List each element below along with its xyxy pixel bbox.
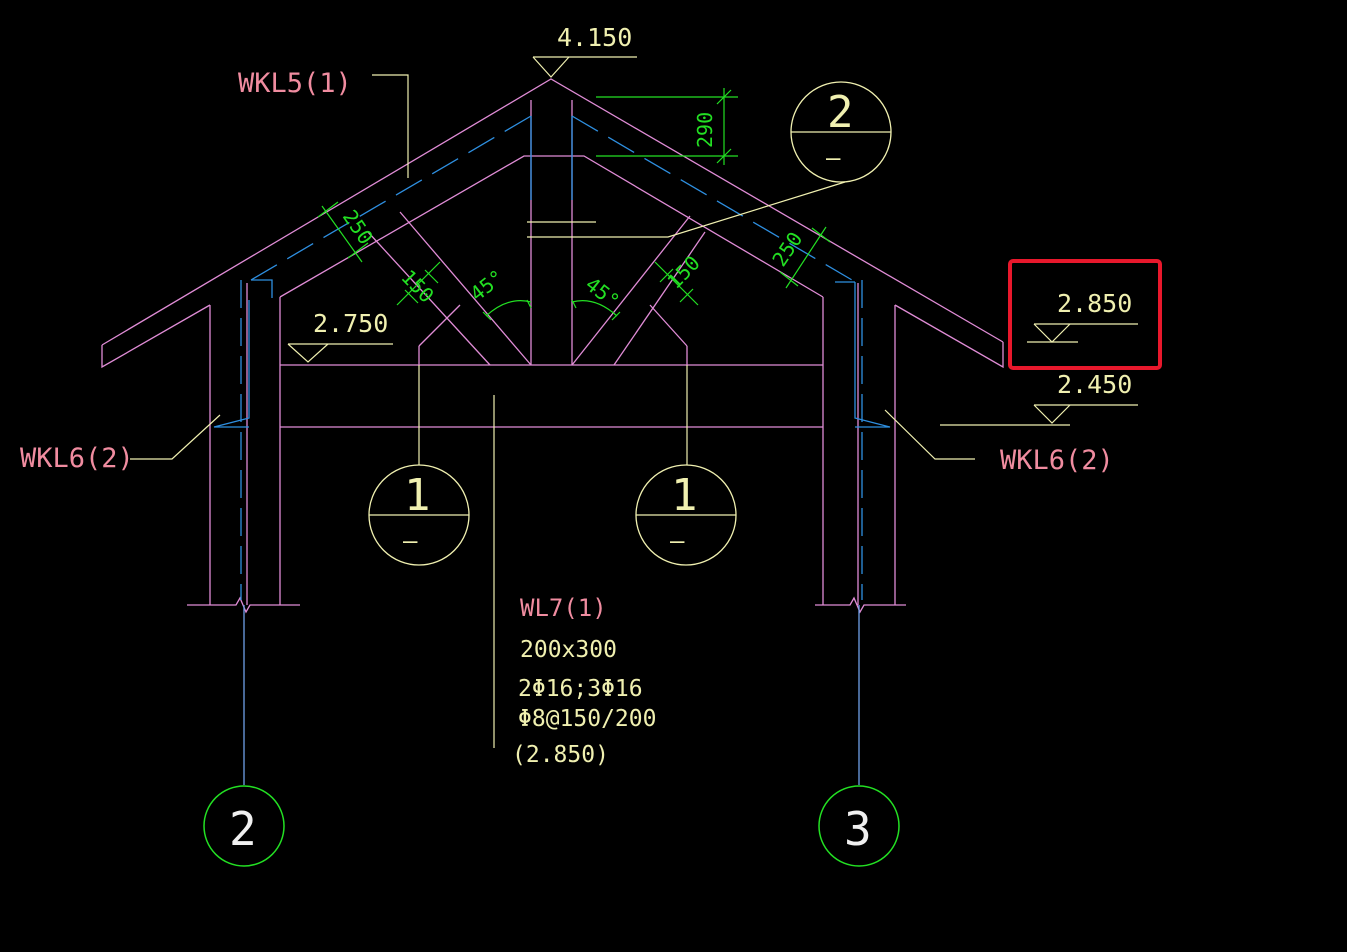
ridge-elev-triangle: [532, 56, 570, 78]
highlight-box[interactable]: [1008, 259, 1162, 370]
truss-outline: [101, 78, 1004, 614]
right-low-elev-triangle: [1033, 404, 1071, 424]
wl7-elevation: (2.850): [512, 742, 609, 768]
section-mark-2-sheet: —: [826, 144, 841, 172]
rebar-right-slope: [571, 115, 853, 281]
angle-left: 45°: [465, 265, 508, 306]
angle-arc-left-tick-b: [526, 299, 532, 309]
section-mark-1-right-number: 1: [671, 470, 698, 521]
angle-arc-left-tick-a: [482, 311, 492, 321]
right-brace: [613, 231, 706, 366]
left-break-mark: [187, 596, 300, 614]
section-mark-2-number: 2: [827, 87, 854, 138]
axis-bubble-3[interactable]: 3: [818, 785, 900, 867]
left-inner-elevation: 2.750: [313, 309, 388, 338]
dim-150-right-line: [654, 261, 699, 306]
elevation-marker-right-lower: [940, 404, 1138, 426]
dim-250-left: 250: [338, 205, 378, 248]
section-mark-1-right[interactable]: 1 —: [635, 464, 737, 566]
section-mark-2[interactable]: 2 —: [790, 81, 892, 183]
dim-250-right-line: [785, 226, 827, 289]
rebar-left-column: [251, 279, 273, 298]
leader-wkl5: [372, 74, 409, 178]
rebar-left-column-hook: [213, 300, 250, 428]
right-brace-2: [571, 215, 691, 366]
roof-outer-right-eave: [894, 304, 1004, 369]
roof-outer-left-eave: [101, 304, 211, 369]
axis-bubble-3-circle: [818, 785, 900, 867]
left-brace-3: [418, 304, 461, 347]
label-wkl6-right: WKL6(2): [1000, 445, 1114, 476]
ridge-elevation: 4.150: [557, 23, 632, 52]
dim-250-left-tick-a: [317, 201, 339, 218]
right-break-mark: [815, 596, 906, 614]
left-brace: [367, 231, 491, 366]
section-mark-1-left[interactable]: 1 —: [368, 464, 470, 566]
leader-section-2: [580, 181, 846, 238]
wl7-main-bars: 2Φ16;3Φ16: [518, 676, 643, 702]
section-mark-1-right-sheet: —: [670, 527, 685, 555]
leader-wkl6-right: [884, 409, 975, 460]
right-lower-elevation: 2.450: [1057, 370, 1132, 399]
roof-outer-left-edge: [101, 78, 1004, 346]
right-high-elev-triangle: [1033, 323, 1071, 343]
axis-bubble-2[interactable]: 2: [203, 785, 285, 867]
dim-150-right: 150: [662, 251, 704, 294]
dim-150-right-tick-a: [659, 268, 674, 283]
wl7-name: WL7(1): [520, 594, 607, 622]
angle-arc-right-tick-b: [611, 311, 621, 321]
wl7-stirrups: Φ8@150/200: [518, 706, 656, 732]
left-brace-2: [399, 211, 532, 366]
label-wkl6-left: WKL6(2): [20, 443, 134, 474]
axis-bubble-3-number: 3: [844, 802, 872, 856]
dim-290: 290: [693, 112, 717, 148]
dim-150-left-line: [396, 261, 441, 306]
dim-150-right-tick-b: [679, 288, 694, 303]
section-mark-1-left-sheet: —: [403, 527, 418, 555]
rebar-right-column-hook: [854, 282, 891, 428]
wl7-size: 200x300: [520, 637, 617, 663]
angle-arc-left: [485, 300, 532, 317]
dim-150-left-tick-a: [404, 289, 419, 304]
angle-arc-right: [571, 300, 618, 317]
elevation-marker-left: [287, 343, 393, 363]
section-mark-1-left-number: 1: [404, 470, 431, 521]
dim-250-left-tick-b: [347, 242, 369, 259]
dim-150-left-tick-b: [424, 269, 439, 284]
axis-bubble-2-circle: [203, 785, 285, 867]
rebar-lines: [213, 115, 891, 785]
elevation-marker-right-highlighted: [1027, 323, 1138, 343]
right-highlighted-elevation: 2.850: [1057, 289, 1132, 318]
left-elev-triangle: [287, 343, 329, 363]
dim-250-right-tick-b: [779, 271, 799, 287]
elevation-marker-ridge: [532, 56, 637, 78]
dimension-lines: [317, 88, 831, 321]
leader-wkl6-left: [130, 414, 221, 460]
dim-250-right-tick-a: [811, 227, 831, 243]
dim-290-tick-bottom: [716, 148, 732, 164]
rebar-left-slope: [250, 115, 532, 281]
dim-290-tick-top: [716, 89, 732, 105]
right-brace-3: [649, 304, 688, 347]
angle-arc-right-tick-a: [571, 299, 577, 309]
leader-lines: [130, 74, 975, 748]
label-wkl5: WKL5(1): [238, 68, 352, 99]
axis-bubble-2-number: 2: [229, 802, 257, 856]
dim-150-left: 150: [396, 265, 438, 308]
